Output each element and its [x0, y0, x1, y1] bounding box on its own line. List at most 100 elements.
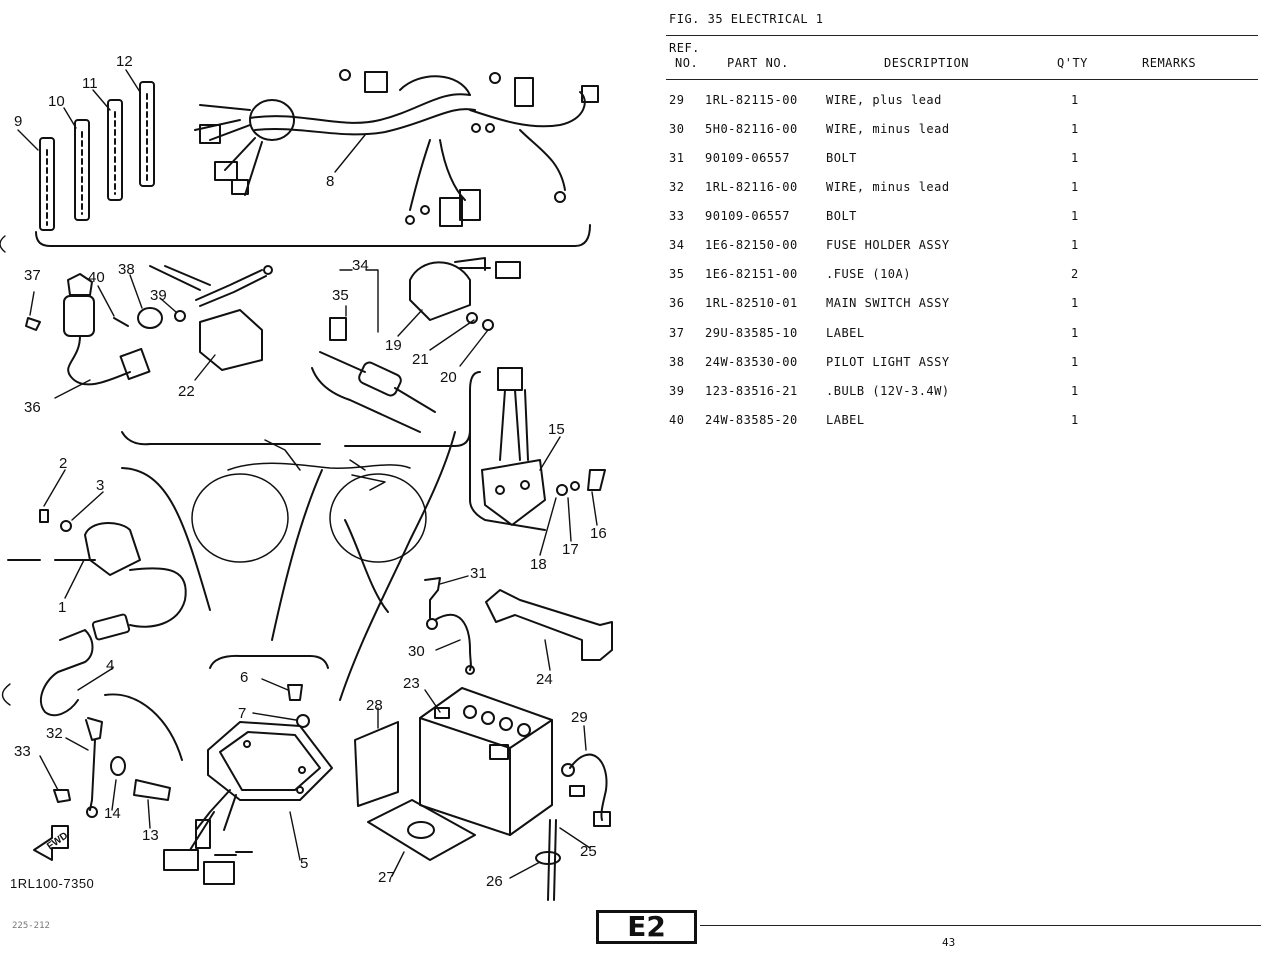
bolt-33	[53, 789, 71, 803]
callout-33: 33	[14, 743, 31, 760]
part-no: 1RL-82510-01	[705, 296, 798, 310]
callout-9: 9	[14, 113, 22, 130]
description: BOLT	[826, 151, 857, 165]
description: LABEL	[826, 326, 865, 340]
description: PILOT LIGHT ASSY	[826, 355, 950, 369]
quantity: 1	[1071, 122, 1079, 136]
quantity: 1	[1071, 209, 1079, 223]
ref-no: 37	[669, 326, 685, 340]
quantity: 2	[1071, 267, 1079, 281]
ref-no: 34	[669, 238, 685, 252]
battery-23	[419, 687, 553, 836]
part-no: 1E6-82150-00	[705, 238, 798, 252]
callout-27: 27	[378, 869, 395, 886]
callout-35: 35	[332, 287, 349, 304]
callout-18: 18	[530, 556, 547, 573]
quantity: 1	[1071, 296, 1079, 310]
callout-14: 14	[104, 805, 121, 822]
header-qty: Q'TY	[1057, 56, 1088, 70]
part-no: 1RL-82115-00	[705, 93, 798, 107]
description: WIRE, plus lead	[826, 93, 942, 107]
pilot-light-38	[137, 265, 273, 329]
ref-no: 31	[669, 151, 685, 165]
table-header-rule	[666, 79, 1258, 80]
description: BOLT	[826, 209, 857, 223]
callout-26: 26	[486, 873, 503, 890]
ref-no: 36	[669, 296, 685, 310]
callout-12: 12	[116, 53, 133, 70]
table-top-rule	[666, 35, 1258, 36]
callout-8: 8	[326, 173, 334, 190]
callout-1: 1	[58, 599, 66, 616]
callout-34: 34	[352, 257, 369, 274]
callout-10: 10	[48, 93, 65, 110]
header-ref-line2: NO.	[675, 56, 699, 70]
callout-16: 16	[590, 525, 607, 542]
wire-harness-8	[194, 69, 599, 227]
part-no: 1E6-82151-00	[705, 267, 798, 281]
quantity: 1	[1071, 384, 1079, 398]
callout-11: 11	[82, 75, 98, 92]
callout-36: 36	[24, 399, 41, 416]
description: MAIN SWITCH ASSY	[826, 296, 950, 310]
part-no: 29U-83585-10	[705, 326, 798, 340]
callout-31: 31	[470, 565, 487, 582]
callout-13: 13	[142, 827, 159, 844]
cover-28	[354, 721, 399, 807]
wire-29	[569, 753, 608, 821]
strap-12	[139, 81, 155, 187]
bolt-31	[424, 577, 441, 619]
header-remarks: REMARKS	[1142, 56, 1197, 70]
header-part-no: PART NO.	[727, 56, 789, 70]
cdi-unit-5	[163, 721, 333, 885]
part-no: 5H0-82116-00	[705, 122, 798, 136]
ref-no: 35	[669, 267, 685, 281]
callout-7: 7	[238, 705, 246, 722]
label-40	[113, 317, 129, 327]
description: WIRE, minus lead	[826, 122, 950, 136]
callout-29: 29	[571, 709, 588, 726]
ref-no: 39	[669, 384, 685, 398]
ref-no: 33	[669, 209, 685, 223]
strap-10	[74, 119, 90, 221]
bolt-6	[287, 684, 303, 701]
callout-25: 25	[580, 843, 597, 860]
description: .BULB (12V-3.4W)	[826, 384, 950, 398]
part-no: 24W-83585-20	[705, 413, 798, 427]
wire-32	[85, 717, 103, 811]
callout-17: 17	[562, 541, 579, 558]
quantity: 1	[1071, 238, 1079, 252]
quantity: 1	[1071, 151, 1079, 165]
fuse-35	[329, 317, 347, 341]
table-row: 39 123-83516-21 .BULB (12V-3.4W) 1	[669, 384, 1229, 404]
part-no: 123-83516-21	[705, 384, 798, 398]
battery-bracket-24	[485, 589, 613, 661]
clamp-26	[535, 851, 561, 865]
ref-no: 38	[669, 355, 685, 369]
quantity: 1	[1071, 413, 1079, 427]
callout-15: 15	[548, 421, 565, 438]
sensor-13	[133, 779, 171, 801]
strap-11	[107, 99, 123, 201]
relay-19	[409, 257, 521, 331]
callout-3: 3	[96, 477, 104, 494]
header-ref-line1: REF.	[669, 41, 700, 55]
washer-14	[110, 756, 126, 776]
ignition-coil-1	[7, 509, 187, 717]
callout-30: 30	[408, 643, 425, 660]
footer-rule	[700, 925, 1261, 926]
exploded-parts-diagram: 1 2 3 4 5 6 7 8 9 10 11 12 13 14 15 16 1…	[0, 53, 613, 901]
callout-39: 39	[150, 287, 167, 304]
header-description: DESCRIPTION	[884, 56, 969, 70]
quantity: 1	[1071, 180, 1079, 194]
corner-code: 225-212	[12, 921, 50, 931]
callout-2: 2	[59, 455, 67, 472]
callout-21: 21	[412, 351, 429, 368]
breather-pipe-25	[547, 819, 557, 901]
